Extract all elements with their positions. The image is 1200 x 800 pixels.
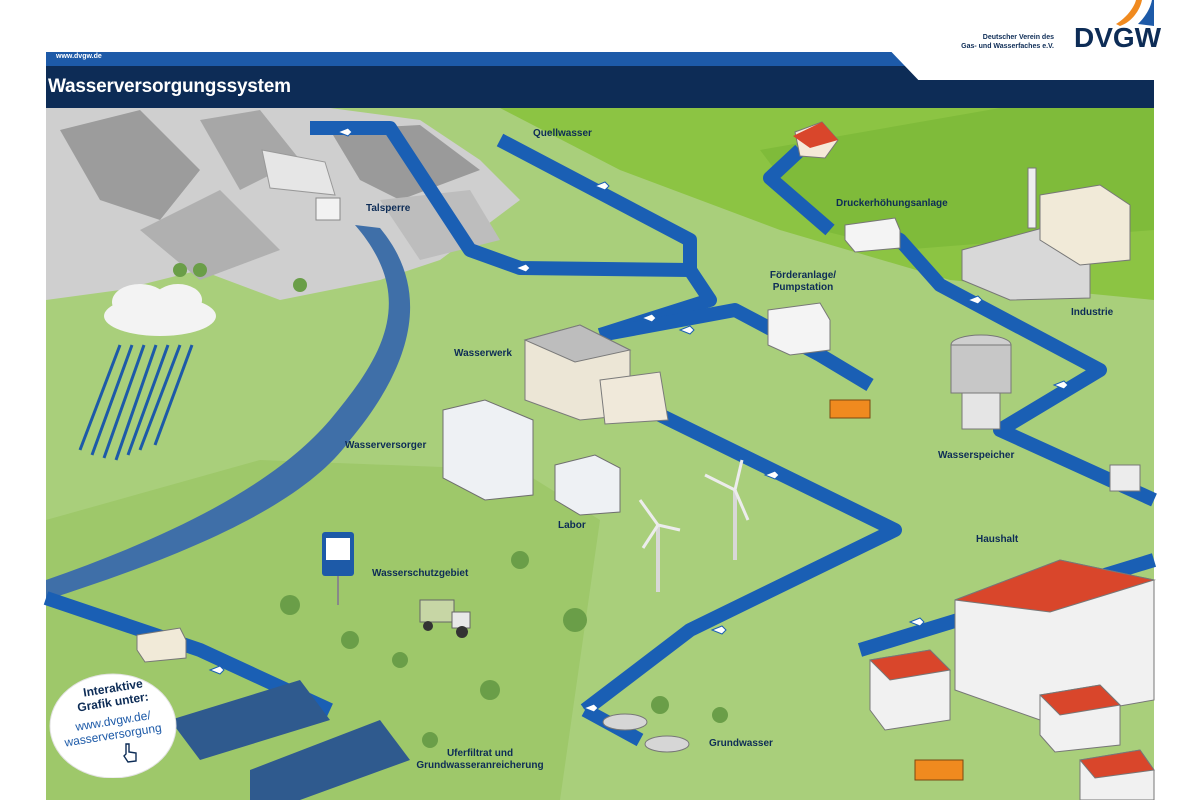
label-uferfiltrat-line-1: Uferfiltrat und — [446, 748, 514, 759]
label-uferfiltrat: Uferfiltrat und Grundwasseranreicherung — [410, 748, 550, 772]
label-wasserschutzgebiet: Wasserschutzgebiet — [372, 568, 469, 579]
label-foerderanlage-line-1: Förderanlage/ — [769, 270, 837, 281]
label-druckerhoehungsanlage: Druckerhöhungsanlage — [836, 198, 948, 209]
website-url[interactable]: www.dvgw.de — [56, 53, 102, 60]
label-foerderanlage: Förderanlage/ Pumpstation — [758, 270, 848, 294]
label-grundwasser: Grundwasser — [709, 738, 773, 749]
label-haushalt: Haushalt — [976, 534, 1019, 545]
label-wasserspeicher: Wasserspeicher — [938, 450, 1015, 461]
label-foerderanlage-line-2: Pumpstation — [772, 282, 834, 293]
dvgw-logo-icon — [1116, 0, 1154, 26]
label-labor: Labor — [558, 520, 586, 531]
interactive-graphic-badge[interactable]: Interaktive Grafik unter: www.dvgw.de/ w… — [48, 668, 178, 778]
label-talsperre: Talsperre — [366, 203, 411, 214]
association-line-1: Deutscher Verein des — [982, 34, 1054, 41]
label-uferfiltrat-line-2: Grundwasseranreicherung — [416, 760, 544, 771]
title-bar: Wasserversorgungssystem — [46, 66, 1154, 108]
logo-panel — [880, 40, 1154, 80]
label-industrie: Industrie — [1071, 307, 1114, 318]
pointer-hand-icon — [123, 743, 137, 763]
label-wasserversorger: Wasserversorger — [345, 440, 427, 451]
association-line-2: Gas- und Wasserfaches e.V. — [961, 43, 1054, 50]
badge-circle — [49, 673, 177, 778]
url-strip: www.dvgw.de — [46, 52, 1154, 66]
dvgw-logo-text: DVGW — [1074, 22, 1162, 53]
association-name: Deutscher Verein des Gas- und Wasserfach… — [958, 33, 1054, 51]
page-title: Wasserversorgungssystem — [48, 76, 291, 97]
label-quellwasser: Quellwasser — [533, 128, 592, 139]
label-wasserwerk: Wasserwerk — [454, 348, 512, 359]
